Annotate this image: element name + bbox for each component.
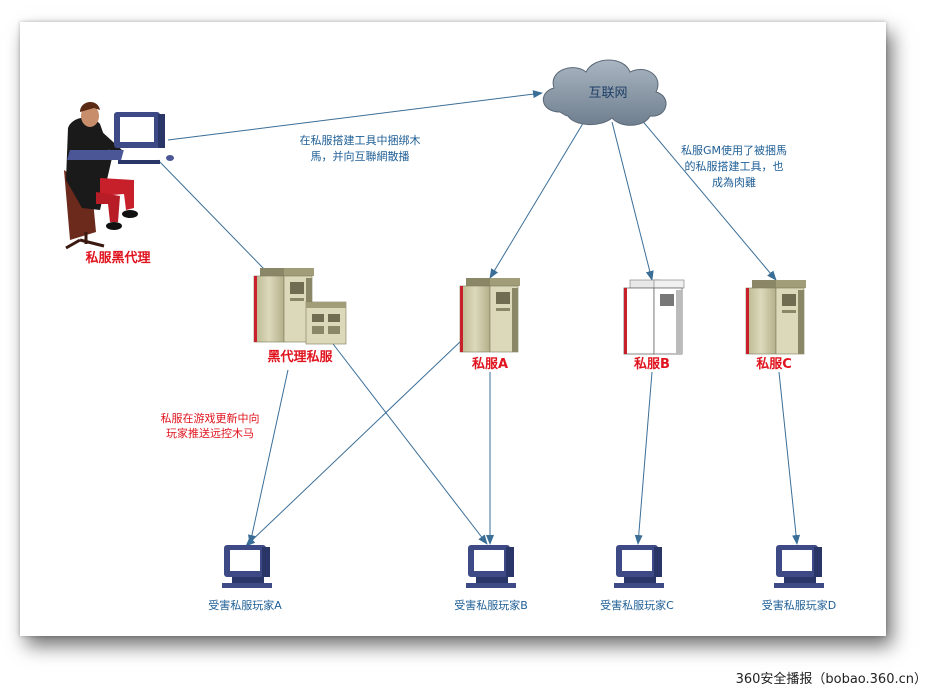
agent-person-icon — [64, 101, 138, 250]
edge-black-server-to-victim-a — [248, 369, 289, 545]
push-annotation-line2: 玩家推送远控木马 — [166, 427, 254, 440]
internet-label: 互联网 — [588, 86, 628, 101]
black-server-icon — [253, 267, 347, 345]
black-server-label: 黑代理私服 — [267, 350, 333, 365]
server-a-icon — [459, 277, 521, 353]
victim-d-label: 受害私服玩家D — [761, 599, 837, 612]
spread-annotation-line1: 在私服搭建工具中捆绑木 — [299, 134, 421, 147]
push-annotation-line1: 私服在游戏更新中向 — [160, 412, 260, 425]
spread-annotation: 在私服搭建工具中捆绑木 馬，并向互聯網散播 — [280, 133, 440, 165]
watermark: 360安全播报（bobao.360.cn） — [735, 672, 927, 687]
victim-a-label: 受害私服玩家A — [208, 599, 282, 612]
gm-annotation-line2: 的私服搭建工具，也 — [684, 160, 784, 173]
edge-server-a-to-victim-a — [245, 339, 463, 547]
edge-server-b-to-victim-c — [634, 371, 653, 545]
connections — [157, 90, 801, 547]
victim-b-label: 受害私服玩家B — [454, 599, 528, 612]
gm-annotation: 私服GM使用了被捆馬 的私服搭建工具，也 成為肉雞 — [664, 143, 804, 191]
agent-label: 私服黑代理 — [85, 251, 151, 266]
victim-c-monitor-icon — [614, 545, 664, 588]
server-c-icon — [745, 279, 807, 355]
edge-server-c-to-victim-d — [778, 371, 801, 545]
gm-annotation-line3: 成為肉雞 — [712, 176, 756, 189]
agent-computer-icon — [67, 112, 174, 164]
victim-d-monitor-icon — [774, 545, 824, 588]
victim-b-monitor-icon — [466, 545, 516, 588]
edge-black-server-to-victim-b — [329, 339, 488, 545]
edge-agent-to-black-server — [157, 159, 266, 271]
edge-internet-to-server-b — [611, 121, 654, 281]
edge-internet-to-server-a — [489, 119, 586, 279]
internet-cloud-icon — [543, 59, 667, 126]
server-c-label: 私服C — [756, 357, 792, 372]
server-b-label: 私服B — [634, 357, 670, 372]
server-b-icon — [623, 279, 685, 355]
gm-annotation-line1: 私服GM使用了被捆馬 — [680, 144, 787, 157]
push-annotation: 私服在游戏更新中向 玩家推送远控木马 — [145, 411, 275, 441]
edge-agent-to-internet — [167, 90, 543, 141]
victim-c-label: 受害私服玩家C — [600, 599, 674, 612]
edge-internet-to-server-c — [639, 117, 777, 281]
server-a-label: 私服A — [471, 357, 509, 372]
victim-a-monitor-icon — [222, 545, 272, 588]
spread-annotation-line2: 馬，并向互聯網散播 — [310, 150, 410, 163]
